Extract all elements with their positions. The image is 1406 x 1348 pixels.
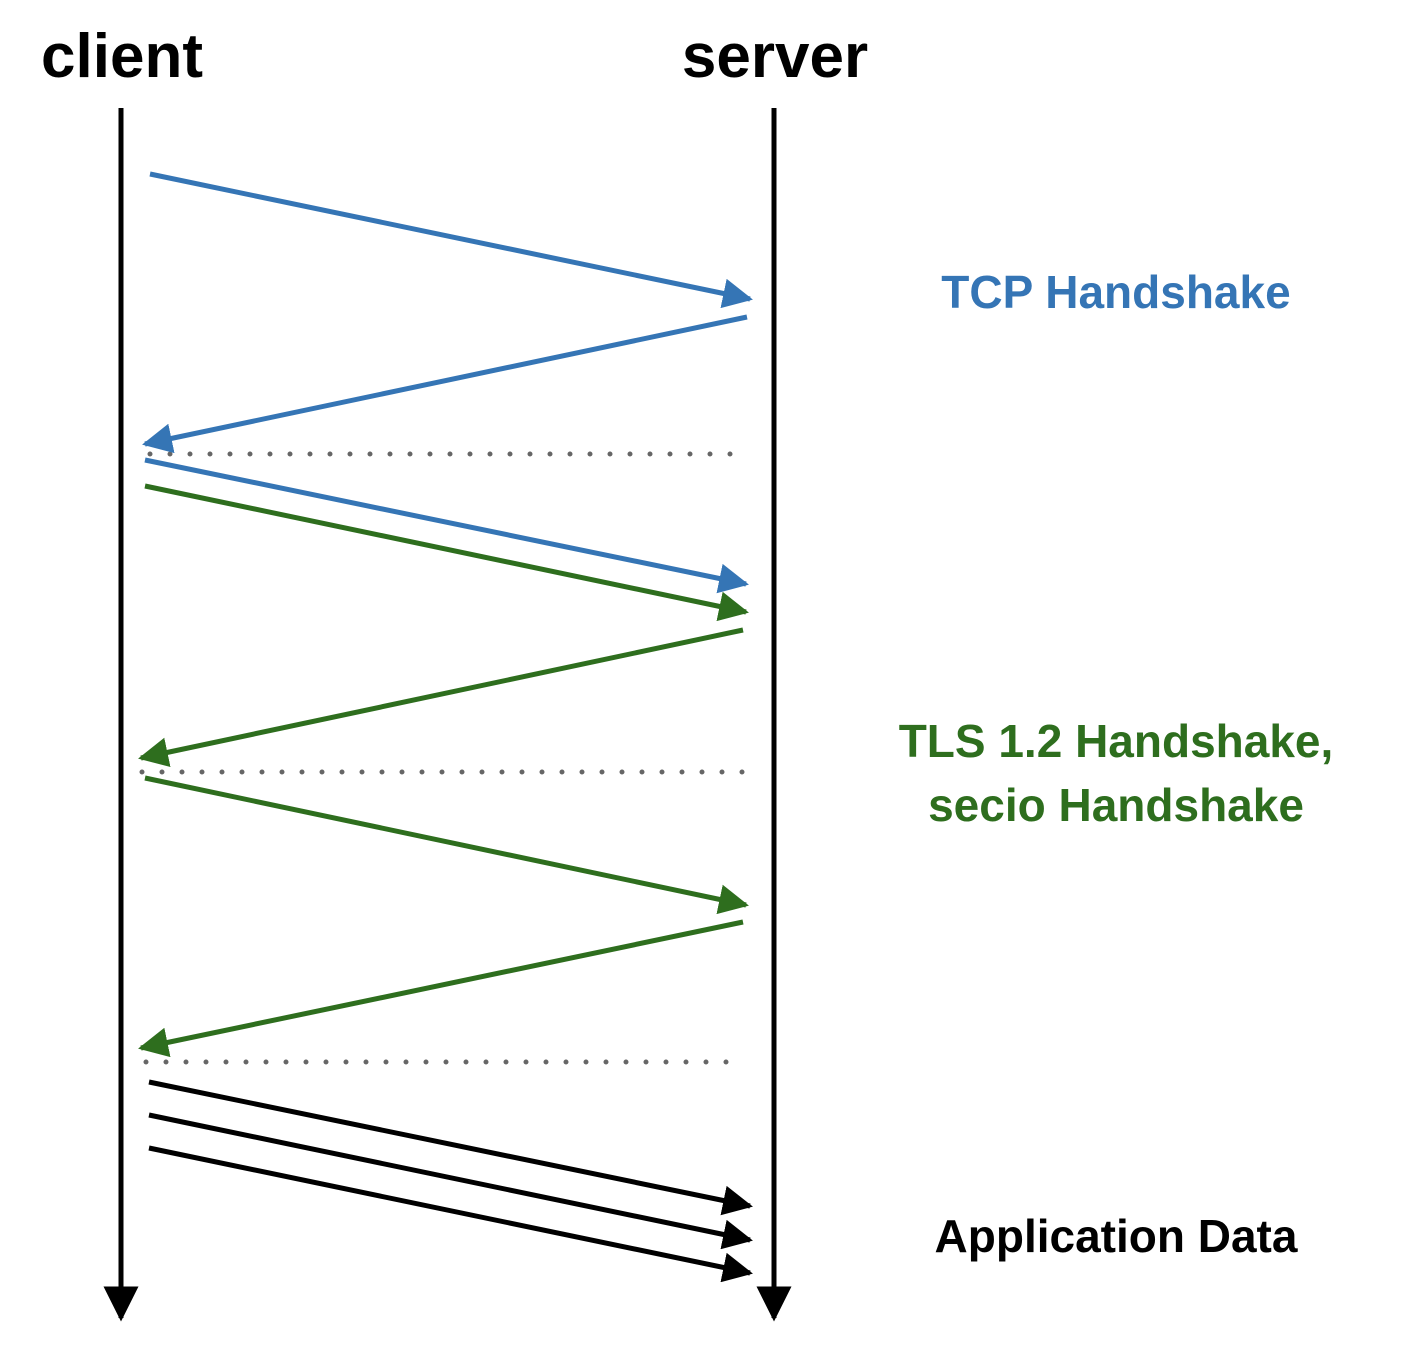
message-arrow xyxy=(144,457,749,594)
application-data-label: Application Data xyxy=(935,1210,1298,1262)
message-arrow xyxy=(148,1145,753,1283)
message-arrow xyxy=(138,919,744,1058)
message-arrow xyxy=(144,775,749,915)
server-label: server xyxy=(682,22,868,91)
message-arrow xyxy=(148,1079,753,1216)
tls-handshake-label: TLS 1.2 Handshake, xyxy=(899,715,1334,767)
message-arrow xyxy=(142,314,748,454)
message-arrow xyxy=(148,1112,753,1250)
secio-handshake-label: secio Handshake xyxy=(928,779,1304,831)
client-label: client xyxy=(41,22,203,91)
message-arrow xyxy=(144,483,749,622)
message-arrow xyxy=(149,171,753,309)
message-arrow xyxy=(138,627,744,768)
tcp-handshake-label: TCP Handshake xyxy=(941,266,1290,318)
